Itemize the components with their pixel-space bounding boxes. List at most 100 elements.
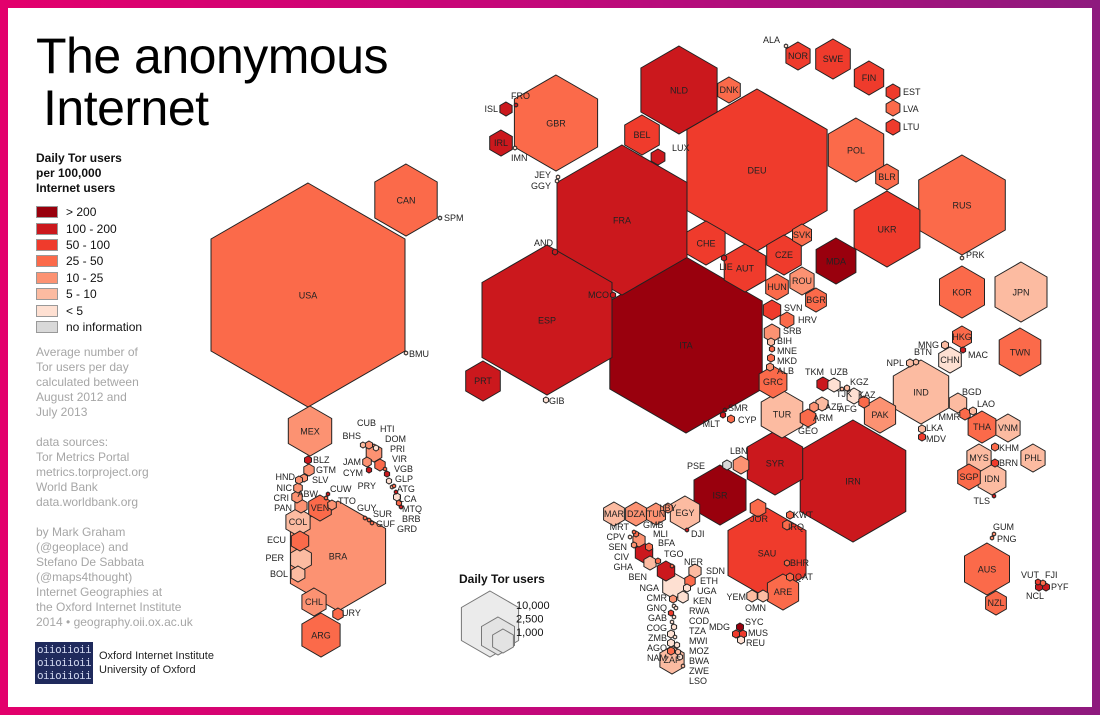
country-hex-jey[interactable] bbox=[555, 174, 561, 180]
country-hex-yem[interactable] bbox=[746, 589, 758, 603]
country-hex-mlt[interactable] bbox=[719, 411, 727, 419]
country-hex-irl[interactable] bbox=[489, 129, 513, 157]
country-hex-pse[interactable] bbox=[722, 459, 732, 471]
country-hex-brn[interactable] bbox=[991, 458, 999, 468]
country-hex-ken[interactable] bbox=[677, 590, 689, 604]
country-hex-mac[interactable] bbox=[959, 346, 967, 354]
country-hex-cyp[interactable] bbox=[727, 414, 735, 424]
country-hex-gab[interactable] bbox=[667, 609, 675, 617]
country-hex-mmr[interactable] bbox=[959, 407, 971, 421]
country-hex-lby[interactable] bbox=[663, 502, 673, 514]
country-hex-are[interactable] bbox=[766, 573, 800, 611]
country-hex-mne[interactable] bbox=[768, 345, 776, 353]
country-hex-irq[interactable] bbox=[782, 519, 792, 531]
country-hex-tls[interactable] bbox=[991, 493, 997, 499]
country-hex-zmb[interactable] bbox=[667, 629, 675, 639]
country-hex-fro[interactable] bbox=[513, 102, 519, 108]
country-hex-glp[interactable] bbox=[385, 477, 393, 485]
country-hex-blz[interactable] bbox=[304, 455, 312, 465]
country-hex-jam[interactable] bbox=[362, 456, 372, 468]
country-hex-mda[interactable] bbox=[815, 237, 857, 285]
country-hex-reu[interactable] bbox=[737, 635, 745, 645]
country-hex-mdv[interactable] bbox=[918, 432, 926, 442]
country-hex-che[interactable] bbox=[686, 220, 726, 266]
country-hex-nld[interactable] bbox=[640, 45, 718, 135]
country-hex-cuw[interactable] bbox=[325, 491, 331, 497]
country-hex-gbr[interactable] bbox=[513, 74, 599, 172]
country-hex-prt[interactable] bbox=[465, 360, 501, 402]
country-hex-kgz[interactable] bbox=[843, 384, 851, 392]
country-hex-phl[interactable] bbox=[1020, 443, 1046, 473]
country-hex-rou[interactable] bbox=[789, 266, 815, 296]
country-hex-aus[interactable] bbox=[964, 542, 1010, 596]
country-hex-tjk[interactable] bbox=[839, 386, 845, 392]
country-hex-tza[interactable] bbox=[670, 623, 678, 631]
country-hex-svk[interactable] bbox=[792, 223, 812, 247]
country-hex-vut[interactable] bbox=[1034, 578, 1042, 586]
country-hex-mng[interactable] bbox=[941, 340, 949, 350]
country-hex-bgr[interactable] bbox=[805, 287, 827, 313]
country-hex-uga[interactable] bbox=[683, 583, 691, 593]
country-hex-tto[interactable] bbox=[327, 499, 337, 511]
country-hex-imn[interactable] bbox=[512, 145, 518, 151]
country-hex-cub[interactable] bbox=[365, 440, 373, 450]
country-hex-btn[interactable] bbox=[912, 358, 920, 366]
country-hex-twn[interactable] bbox=[998, 327, 1042, 377]
country-hex-jor[interactable] bbox=[749, 498, 767, 518]
country-hex-hrv[interactable] bbox=[779, 311, 795, 329]
country-hex-khm[interactable] bbox=[991, 442, 999, 452]
country-hex-tkm[interactable] bbox=[816, 376, 830, 392]
country-hex-syr[interactable] bbox=[746, 430, 804, 496]
country-hex-ggy[interactable] bbox=[554, 178, 560, 184]
country-hex-ind[interactable] bbox=[892, 359, 950, 425]
country-hex-hnd[interactable] bbox=[295, 475, 303, 485]
country-hex-nam[interactable] bbox=[667, 646, 675, 656]
country-hex-moz[interactable] bbox=[673, 641, 681, 649]
country-hex-npl[interactable] bbox=[906, 358, 914, 368]
country-hex-guy[interactable] bbox=[362, 515, 368, 521]
country-hex-cog[interactable] bbox=[669, 619, 675, 625]
country-hex-pri[interactable] bbox=[374, 458, 386, 472]
country-hex-swe[interactable] bbox=[815, 38, 851, 80]
country-hex-sgp[interactable] bbox=[957, 463, 981, 491]
country-hex-and[interactable] bbox=[551, 248, 559, 256]
country-hex-dji[interactable] bbox=[684, 527, 690, 533]
country-hex-vgb[interactable] bbox=[383, 470, 391, 478]
country-hex-grc[interactable] bbox=[758, 365, 788, 399]
country-hex-afg[interactable] bbox=[858, 395, 870, 409]
country-hex-hun[interactable] bbox=[765, 273, 789, 301]
country-hex-lie[interactable] bbox=[720, 254, 728, 262]
country-hex-png[interactable] bbox=[989, 535, 995, 541]
country-hex-abw[interactable] bbox=[323, 495, 329, 501]
country-hex-isl[interactable] bbox=[499, 101, 513, 117]
country-hex-ecu[interactable] bbox=[290, 530, 310, 552]
country-hex-tgo[interactable] bbox=[654, 557, 662, 565]
country-hex-mdg[interactable] bbox=[732, 629, 740, 639]
country-hex-est[interactable] bbox=[885, 83, 901, 101]
country-hex-kor[interactable] bbox=[939, 265, 985, 319]
country-hex-mwi[interactable] bbox=[672, 634, 678, 640]
country-hex-mar[interactable] bbox=[603, 501, 625, 527]
country-hex-isr[interactable] bbox=[693, 464, 747, 526]
country-hex-syc[interactable] bbox=[736, 622, 744, 632]
country-hex-atg[interactable] bbox=[391, 483, 397, 489]
country-hex-bmu[interactable] bbox=[403, 350, 409, 356]
country-hex-lao[interactable] bbox=[969, 406, 977, 416]
country-hex-tur[interactable] bbox=[760, 389, 804, 439]
country-hex-bgd[interactable] bbox=[948, 392, 968, 414]
country-hex-chl[interactable] bbox=[301, 587, 327, 617]
country-hex-jpn[interactable] bbox=[994, 261, 1048, 323]
country-hex-bel[interactable] bbox=[624, 114, 660, 156]
country-hex-aze[interactable] bbox=[815, 396, 829, 412]
country-hex-blr[interactable] bbox=[875, 163, 899, 191]
country-hex-cpv[interactable] bbox=[627, 534, 633, 540]
country-hex-nic[interactable] bbox=[293, 482, 303, 494]
country-hex-lka[interactable] bbox=[918, 424, 926, 434]
country-hex-lso[interactable] bbox=[680, 663, 686, 669]
country-hex-sur[interactable] bbox=[366, 517, 372, 523]
country-hex-bol[interactable] bbox=[290, 565, 306, 583]
country-hex-mrt[interactable] bbox=[631, 529, 637, 535]
country-hex-rus[interactable] bbox=[918, 154, 1006, 256]
country-hex-fin[interactable] bbox=[853, 60, 885, 96]
country-hex-ukr[interactable] bbox=[853, 190, 921, 268]
